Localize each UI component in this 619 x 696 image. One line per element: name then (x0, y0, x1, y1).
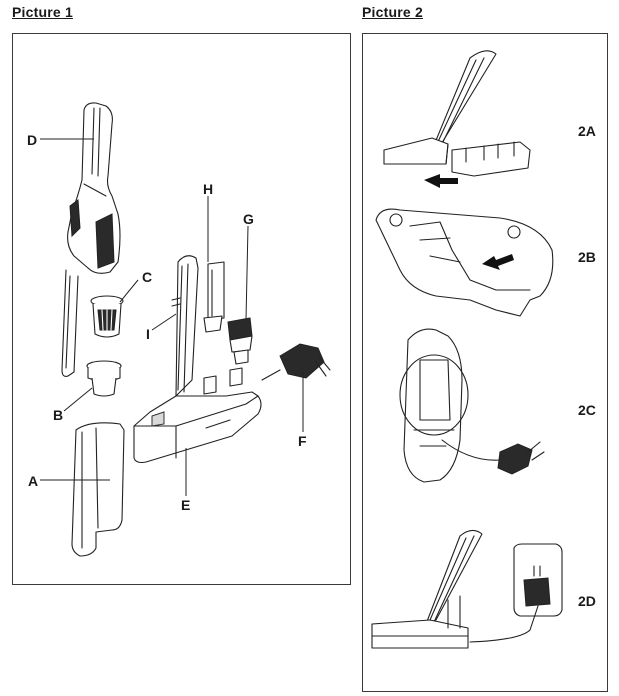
step-2b-drawing (375, 208, 554, 317)
step-2c-drawing (399, 328, 545, 483)
crevice-tool-drawing (203, 261, 225, 333)
part-label-f: F (298, 433, 307, 449)
brush-tool-drawing (227, 317, 253, 365)
handheld-vacuum-drawing (61, 102, 121, 377)
part-label-h: H (203, 181, 214, 197)
step-label-2a: 2A (578, 123, 596, 139)
part-label-a: A (28, 473, 39, 489)
step-label-2c: 2C (578, 402, 596, 418)
charging-base-drawing (133, 255, 262, 464)
picture-1-heading: Picture 1 (12, 4, 73, 20)
picture-2-panel (362, 33, 608, 692)
part-label-e: E (181, 497, 191, 513)
dust-container-drawing (71, 422, 125, 557)
step-2d-drawing (371, 529, 563, 649)
part-label-b: B (53, 407, 64, 423)
prefilter-drawing (86, 360, 122, 397)
part-label-i: I (146, 326, 150, 342)
part-label-c: C (142, 269, 153, 285)
step-2a-drawing (383, 50, 531, 188)
part-label-d: D (27, 132, 38, 148)
step-label-2d: 2D (578, 593, 596, 609)
filter-drawing (90, 295, 124, 338)
charger-drawing (261, 343, 331, 381)
step-label-2b: 2B (578, 249, 596, 265)
picture-1-panel (12, 33, 351, 585)
part-label-g: G (243, 211, 254, 227)
picture-2-heading: Picture 2 (362, 4, 423, 20)
